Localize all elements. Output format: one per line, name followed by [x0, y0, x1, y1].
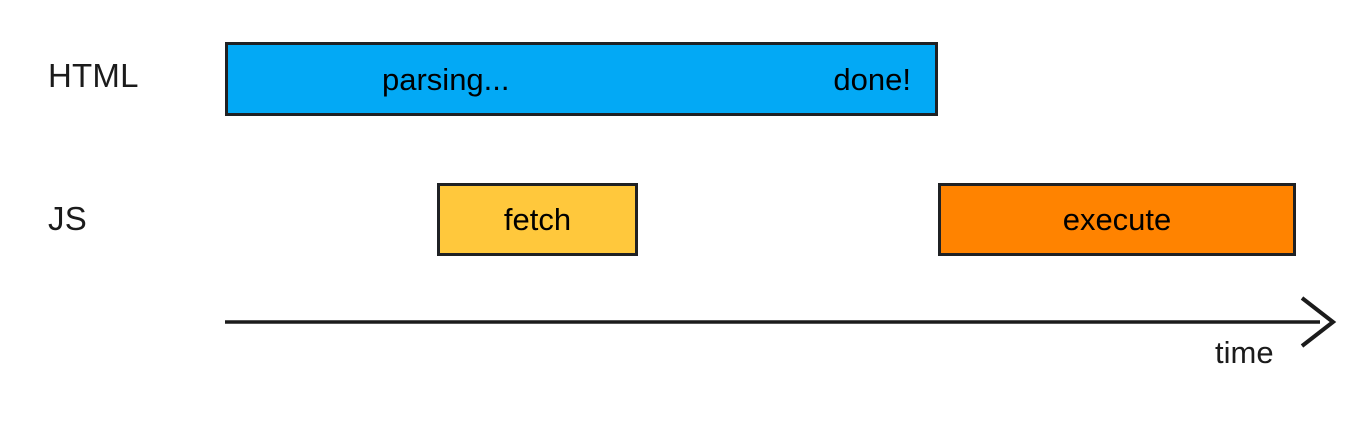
- bar-label-parsing: parsing...: [382, 61, 510, 97]
- bar-label-fetch: fetch: [503, 202, 572, 237]
- time-axis-label: time: [1215, 335, 1274, 370]
- row-label-html: HTML: [48, 57, 139, 94]
- row-label-js: JS: [48, 200, 87, 237]
- bar-label-execute: execute: [1062, 202, 1172, 237]
- time-axis-arrow-right-icon: [225, 296, 1337, 348]
- timeline-bar-js-fetch: fetch: [437, 183, 638, 256]
- bar-label-done: done!: [833, 61, 911, 97]
- timeline-bar-html-parsing: parsing... done!: [225, 42, 938, 116]
- timeline-bar-js-execute: execute: [938, 183, 1296, 256]
